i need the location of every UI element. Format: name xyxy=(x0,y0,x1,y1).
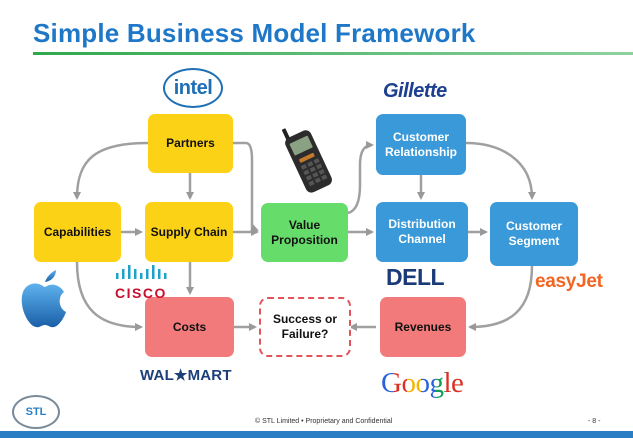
node-distribution-channel: Distribution Channel xyxy=(376,202,468,262)
page-number: - 8 - xyxy=(588,418,601,425)
mobile-phone-image xyxy=(281,128,332,193)
apple-logo xyxy=(21,270,66,328)
stl-logo: STL xyxy=(12,395,60,429)
google-logo: Google xyxy=(381,367,464,400)
arrow-capabilities-to-costs xyxy=(75,261,143,331)
arrow-value-proposition-to-customer-relationship xyxy=(347,141,374,215)
node-customer-segment: Customer Segment xyxy=(490,202,578,266)
node-partners: Partners xyxy=(148,114,233,173)
arrow-partners-to-capabilities xyxy=(73,141,149,200)
footer-bar xyxy=(0,431,633,438)
footer-copyright: © STL Limited • Proprietary and Confiden… xyxy=(255,418,393,425)
node-customer-relationship: Customer Relationship xyxy=(376,114,466,175)
arrow-partners-to-value-proposition xyxy=(233,141,259,232)
intel-logo-text: intel xyxy=(173,76,213,99)
arrow-customer-relationship-to-customer-segment xyxy=(465,141,536,200)
node-value-proposition: Value Proposition xyxy=(261,203,348,262)
arrow-customer-segment-to-revenues xyxy=(468,265,534,331)
cisco-bridge-icon xyxy=(116,265,167,279)
title-underline xyxy=(33,52,633,55)
slide-title: Simple Business Model Framework xyxy=(33,18,476,48)
node-supply-chain: Supply Chain xyxy=(145,202,233,262)
walmart-logo: WAL★MART xyxy=(140,367,232,384)
cisco-logo-text: CISCO xyxy=(115,285,167,301)
google-logo-text: Google xyxy=(381,367,464,399)
node-revenues: Revenues xyxy=(380,297,466,357)
node-costs: Costs xyxy=(145,297,234,357)
gillette-logo: Gillette xyxy=(383,80,447,102)
cisco-logo: CISCO xyxy=(112,264,174,301)
dell-logo: DELL xyxy=(386,264,445,290)
easyjet-logo: easyJet xyxy=(535,271,603,292)
node-capabilities: Capabilities xyxy=(34,202,121,262)
node-success-or-failure: Success or Failure? xyxy=(259,297,351,357)
intel-logo: intel xyxy=(163,68,223,108)
